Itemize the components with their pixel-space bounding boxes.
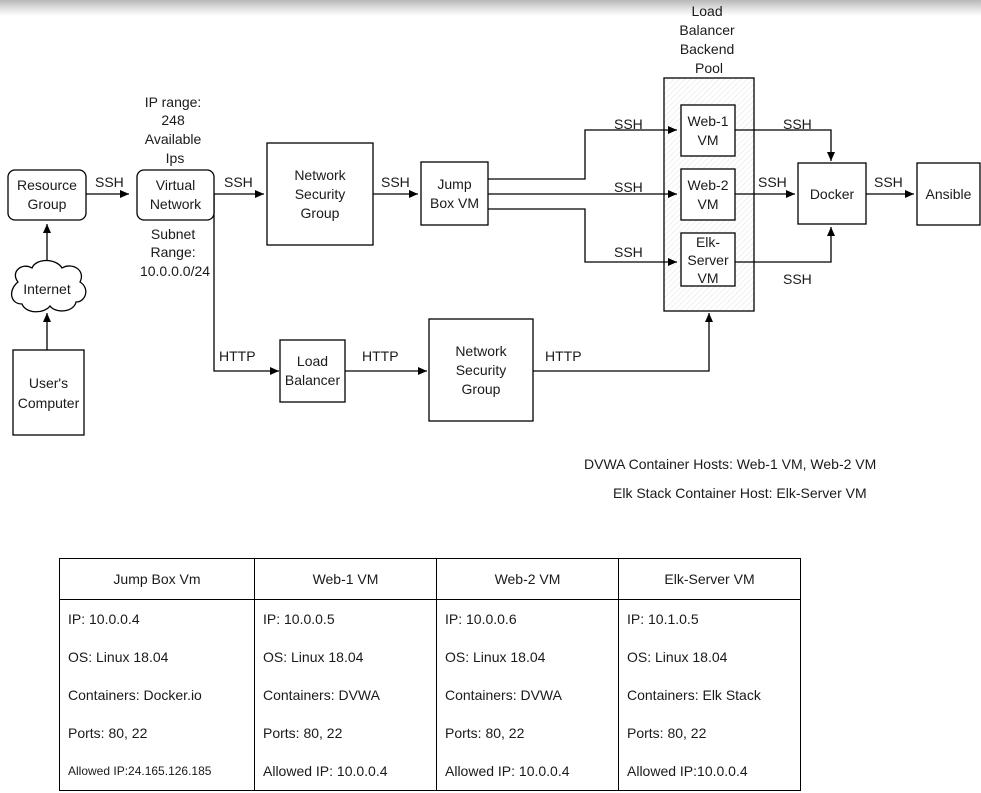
table-cell: Allowed IP:10.0.0.4 [618, 752, 801, 791]
edge-label-jump-web2: SSH [614, 179, 643, 195]
table-cell: Containers: DVWA [436, 676, 619, 714]
edge-label-web2-docker: SSH [758, 174, 787, 190]
edge-label-lb-nsg: HTTP [362, 348, 399, 364]
edge-label-vnet-nsg: SSH [224, 174, 253, 190]
dvwa-hosts-note: DVWA Container Hosts: Web-1 VM, Web-2 VM [584, 456, 876, 472]
table-cell: OS: Linux 18.04 [436, 638, 619, 676]
edge-jump-web1 [488, 126, 677, 180]
table-cell: Ports: 80, 22 [254, 714, 437, 752]
edge-label-elk-docker: SSH [783, 271, 812, 287]
svg-text:Web-1VM: Web-1VM [688, 113, 729, 148]
svg-text:Internet: Internet [23, 281, 71, 297]
table-cell: OS: Linux 18.04 [59, 638, 255, 676]
header-web-2: Web-2 VM [436, 558, 619, 600]
table-row-containers: Containers: Docker.io Containers: DVWA C… [59, 676, 801, 714]
table-row-ports: Ports: 80, 22 Ports: 80, 22 Ports: 80, 2… [59, 714, 801, 752]
table-cell: OS: Linux 18.04 [254, 638, 437, 676]
table-cell: Ports: 80, 22 [618, 714, 801, 752]
header-elk-server: Elk-Server VM [618, 558, 801, 600]
header-jump-box: Jump Box Vm [59, 558, 255, 600]
table-cell: Containers: Docker.io [59, 676, 255, 714]
edge-label-web1-docker: SSH [783, 116, 812, 132]
backend-pool-title: Load Balancer Backend Pool [679, 3, 738, 76]
ip-range-note: IP range: 248 Available Ips [145, 94, 205, 166]
table-cell: OS: Linux 18.04 [618, 638, 801, 676]
vm-specs-table: Jump Box Vm Web-1 VM Web-2 VM Elk-Server… [59, 558, 801, 791]
edge-label-jump-elk: SSH [614, 244, 643, 260]
svg-text:Docker: Docker [810, 186, 855, 202]
table-cell: IP: 10.0.0.4 [59, 599, 255, 638]
table-cell: IP: 10.0.0.5 [254, 599, 437, 638]
edge-label-vnet-lb: HTTP [219, 348, 256, 364]
edge-label-nsg-pool: HTTP [545, 348, 582, 364]
elk-host-note: Elk Stack Container Host: Elk-Server VM [613, 485, 867, 501]
table-cell: IP: 10.0.0.6 [436, 599, 619, 638]
edge-nsg-pool [533, 313, 713, 372]
table-cell: IP: 10.1.0.5 [618, 599, 801, 638]
table-cell: Ports: 80, 22 [436, 714, 619, 752]
edge-label-rg-vnet: SSH [95, 174, 124, 190]
edges [43, 126, 914, 375]
edge-labels: SSH SSH SSH SSH SSH SSH SSH SSH SSH SSH … [95, 116, 903, 364]
edge-label-docker-ansible: SSH [874, 174, 903, 190]
edge-jump-elk [488, 208, 677, 266]
table-row-allowed-ip: Allowed IP:24.165.126.185 Allowed IP: 10… [59, 752, 801, 791]
internet-cloud-node: Internet [11, 259, 87, 313]
table-cell: Ports: 80, 22 [59, 714, 255, 752]
subnet-range-note: Subnet Range: 10.0.0.0/24 [140, 226, 210, 279]
edge-label-nsg-jump: SSH [381, 174, 410, 190]
edge-web1-docker [735, 129, 835, 161]
docker-node: Docker [797, 162, 867, 225]
table-cell: Containers: DVWA [254, 676, 437, 714]
table-cell: Allowed IP: 10.0.0.4 [254, 752, 437, 791]
ansible-node: Ansible [916, 162, 981, 226]
edge-label-jump-web1: SSH [614, 116, 643, 132]
window-top-edge [0, 0, 981, 16]
table-header-row: Jump Box Vm Web-1 VM Web-2 VM Elk-Server… [59, 558, 801, 600]
table-cell: Containers: Elk Stack [618, 676, 801, 714]
table-row-os: OS: Linux 18.04 OS: Linux 18.04 OS: Linu… [59, 638, 801, 676]
table-row-ip: IP: 10.0.0.4 IP: 10.0.0.5 IP: 10.0.0.6 I… [59, 599, 801, 638]
table-cell: Allowed IP:24.165.126.185 [59, 752, 255, 791]
table-cell: Allowed IP: 10.0.0.4 [436, 752, 619, 791]
svg-text:Ansible: Ansible [926, 186, 972, 202]
svg-text:Web-2VM: Web-2VM [688, 177, 729, 212]
edge-vnet-lb [213, 194, 279, 375]
edge-elk-docker [735, 227, 835, 263]
header-web-1: Web-1 VM [254, 558, 437, 600]
